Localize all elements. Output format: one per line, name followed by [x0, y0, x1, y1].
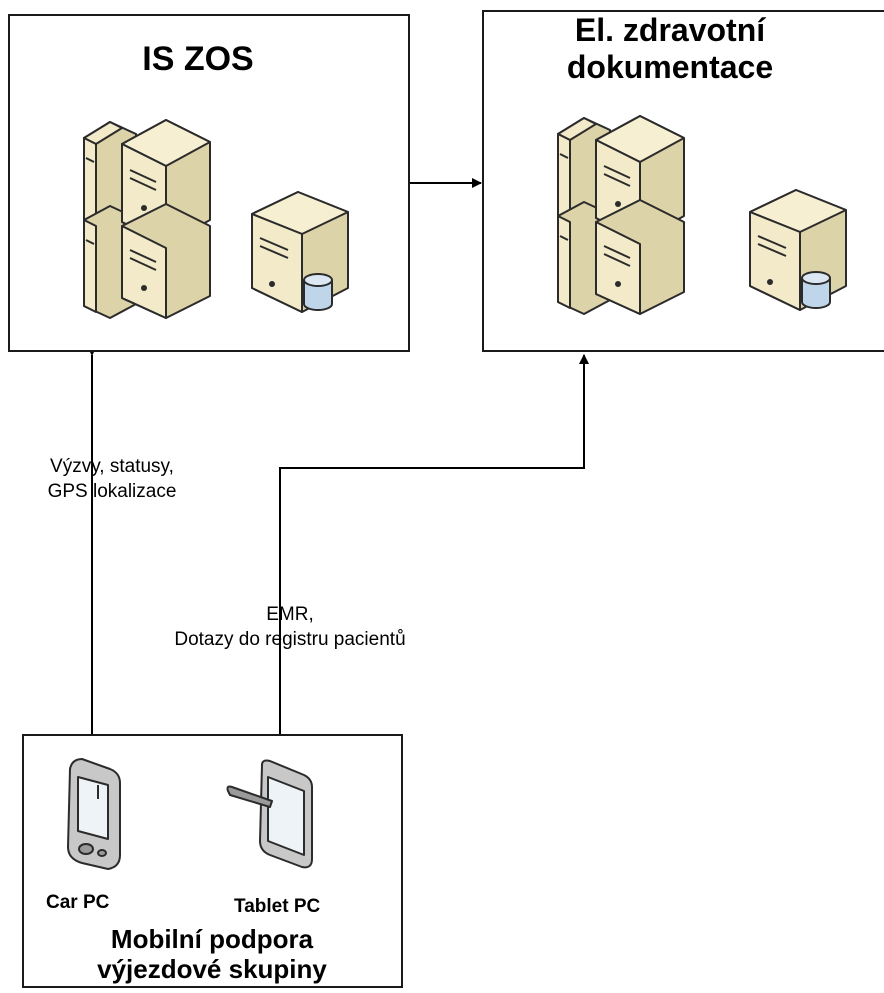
ehr-title: El. zdravotní dokumentace: [520, 12, 820, 86]
tablet-icon: [226, 759, 313, 869]
server-rack-icon: [83, 119, 211, 319]
emr-label-line2: Dotazy do registru pacientů: [174, 628, 406, 650]
server-rack-icon: [557, 115, 685, 315]
car-pc-label: Car PC: [46, 892, 110, 913]
mobile-title-line1: Mobilní podpora: [110, 924, 314, 954]
tablet-pc-label: Tablet PC: [234, 896, 321, 917]
calls-label-line1: Výzvy, statusy,: [50, 456, 174, 477]
ehr-title-line1: El. zdravotní: [574, 12, 766, 48]
calls-label-line2: GPS lokalizace: [47, 480, 177, 502]
pda-icon: [67, 758, 121, 870]
calls-label: Výzvy, statusy, GPS lokalizace: [20, 455, 204, 504]
ehr-title-line2: dokumentace: [566, 48, 774, 85]
emr-label-line1: EMR,: [266, 604, 314, 625]
database-server-icon: [749, 189, 847, 311]
emr-label: EMR, Dotazy do registru pacientů: [120, 603, 460, 652]
is-zos-title: IS ZOS: [142, 40, 254, 78]
link-ehr-tablet: [275, 354, 589, 771]
database-server-icon: [251, 191, 349, 313]
mobile-title-line2: výjezdové skupiny: [97, 953, 327, 984]
mobile-title: Mobilní podpora výjezdové skupiny: [42, 924, 382, 985]
